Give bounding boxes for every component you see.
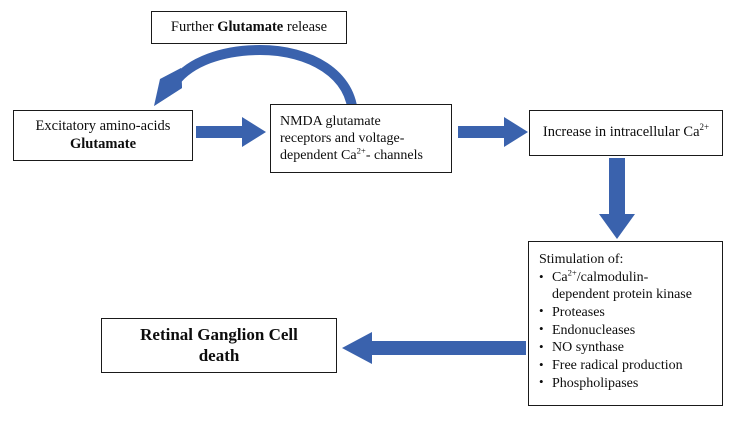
node-nmda-receptors: NMDA glutamate receptors and voltage- de…: [270, 104, 452, 173]
item-0-sup: 2+: [567, 267, 577, 278]
item-0-pre: Ca: [552, 270, 568, 286]
nmda-line1: NMDA glutamate: [280, 113, 381, 129]
rgc-line1: Retinal Ganglion Cell: [140, 324, 298, 344]
stimulation-title: Stimulation of:: [539, 252, 624, 267]
increase-text-superscript: 2+: [699, 122, 710, 133]
node-stimulation-list: Stimulation of: Ca2+/calmodulin- depende…: [528, 241, 723, 406]
item-0-continuation: dependent protein kinase: [552, 287, 692, 303]
node-increase-intracellular-calcium: Increase in intracellular Ca2+: [529, 110, 723, 156]
node-further-glutamate-release: Further Glutamate release: [151, 11, 347, 44]
arrow-feedback-to-glutamate: [154, 44, 358, 117]
nmda-line3: dependent Ca2+- channels: [280, 145, 447, 164]
list-item: NO synthase: [539, 339, 716, 356]
nmda-line2: receptors and voltage-: [280, 130, 405, 146]
further-release-prefix: Further: [170, 18, 218, 35]
excitatory-line1: Excitatory amino-acids: [35, 117, 171, 134]
nmda-line3-superscript: 2+: [356, 145, 366, 156]
item-2-text: Proteases: [552, 304, 605, 320]
list-item: Proteases: [539, 303, 716, 321]
increase-text-pre: Increase in intracellular Ca: [542, 124, 700, 141]
further-release-suffix: release: [283, 18, 328, 35]
arrow-glutamate-to-nmda: [196, 117, 266, 147]
excitatory-line2: Glutamate: [69, 135, 137, 152]
increase-text: Increase in intracellular Ca2+: [542, 122, 710, 142]
nmda-line3-post: - channels: [365, 148, 423, 164]
rgc-line2: death: [198, 345, 240, 365]
stimulation-items: Ca2+/calmodulin- dependent protein kinas…: [539, 267, 716, 392]
node-retinal-ganglion-cell-death: Retinal Ganglion Cell death: [101, 318, 337, 373]
item-4-text: NO synthase: [552, 340, 624, 356]
item-0-post: /calmodulin-: [576, 270, 649, 286]
list-item: Phospholipases: [539, 374, 716, 392]
list-item: Endonucleases: [539, 321, 716, 339]
further-release-text: Further Glutamate release: [163, 19, 335, 37]
item-5-text: Free radical production: [552, 358, 683, 374]
list-item: Free radical production: [539, 357, 716, 374]
arrow-stimulation-to-rgc-death: [342, 332, 526, 364]
item-6-text: Phospholipases: [552, 375, 639, 391]
arrow-nmda-to-increase: [458, 117, 528, 147]
item-3-text: Endonucleases: [552, 322, 636, 338]
node-excitatory-amino-acids: Excitatory amino-acids Glutamate: [13, 110, 193, 161]
further-release-bold: Glutamate: [217, 18, 284, 35]
arrow-increase-to-stimulation: [599, 158, 635, 239]
nmda-line3-pre: dependent Ca: [280, 148, 357, 164]
list-item: Ca2+/calmodulin- dependent protein kinas…: [539, 267, 716, 303]
